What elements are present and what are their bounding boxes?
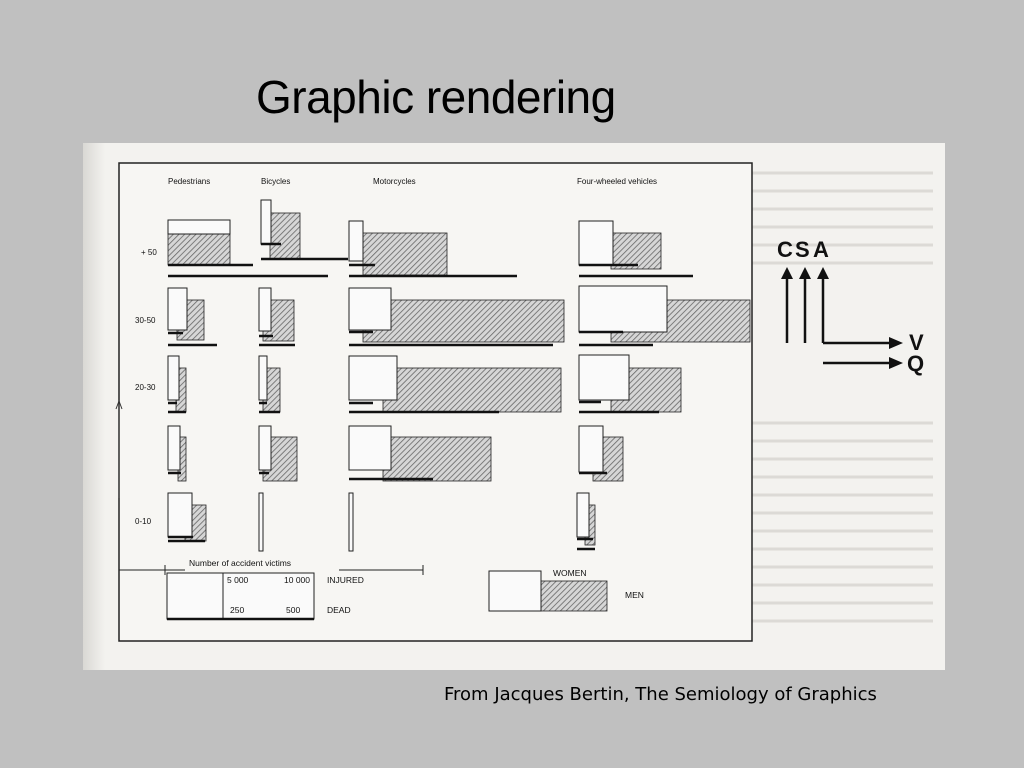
legend-dead-value-1: 250	[230, 605, 244, 615]
legend-victims: Number of accident victims 5 000 10 000 …	[119, 558, 424, 621]
legend-sex: WOMEN MEN	[488, 568, 644, 612]
figure-caption: From Jacques Bertin, The Semiology of Gr…	[444, 684, 877, 705]
scanned-figure: Pedestrians Bicycles Motorcycles Four-wh…	[83, 143, 945, 670]
csa-letter-s: S	[795, 237, 810, 262]
age-axis-arrow	[115, 399, 123, 498]
row-label-20-30: 20-30	[135, 383, 156, 392]
legend-title: Number of accident victims	[189, 558, 291, 568]
legend-injured-value-2: 10 000	[284, 575, 310, 585]
column-header-pedestrians: Pedestrians	[168, 177, 210, 186]
row-label-50plus: + 50	[141, 248, 157, 257]
binding-shadow	[83, 143, 105, 670]
legend-men-swatch	[536, 580, 608, 612]
bar-women	[260, 199, 272, 245]
bar-women	[167, 219, 231, 235]
q-label: Q	[907, 351, 924, 376]
bar-women	[578, 220, 614, 266]
cells-row-0-10	[167, 492, 596, 552]
cells-row-20-30	[167, 354, 682, 414]
bertin-chart: Pedestrians Bicycles Motorcycles Four-wh…	[83, 143, 933, 670]
legend-dead-label: DEAD	[327, 605, 351, 615]
csa-annotation: C S A V Q	[777, 237, 924, 376]
legend-men-label: MEN	[625, 590, 644, 600]
cells-row-10-20	[167, 425, 624, 482]
legend-injured-value-1: 5 000	[227, 575, 249, 585]
bar-men	[610, 232, 662, 270]
row-label-30-50: 30-50	[135, 316, 156, 325]
column-header-four-wheeled: Four-wheeled vehicles	[577, 177, 657, 186]
bar-men	[167, 229, 231, 266]
bar-women	[348, 220, 364, 262]
bar-men	[362, 232, 448, 276]
column-header-motorcycles: Motorcycles	[373, 177, 416, 186]
legend-box	[166, 572, 315, 620]
csa-letter-c: C	[777, 237, 793, 262]
slide-title: Graphic rendering	[256, 71, 616, 123]
cells-row-50plus	[167, 199, 693, 278]
legend-dead-value-2: 500	[286, 605, 300, 615]
row-label-0-10: 0-10	[135, 517, 152, 526]
legend-injured-label: INJURED	[327, 575, 364, 585]
cells-row-30-50	[167, 285, 751, 347]
bar-men	[269, 212, 301, 260]
v-label: V	[909, 330, 924, 355]
legend-women-swatch	[488, 570, 542, 612]
legend-women-label: WOMEN	[553, 568, 587, 578]
csa-letter-a: A	[813, 237, 829, 262]
column-header-bicycles: Bicycles	[261, 177, 290, 186]
